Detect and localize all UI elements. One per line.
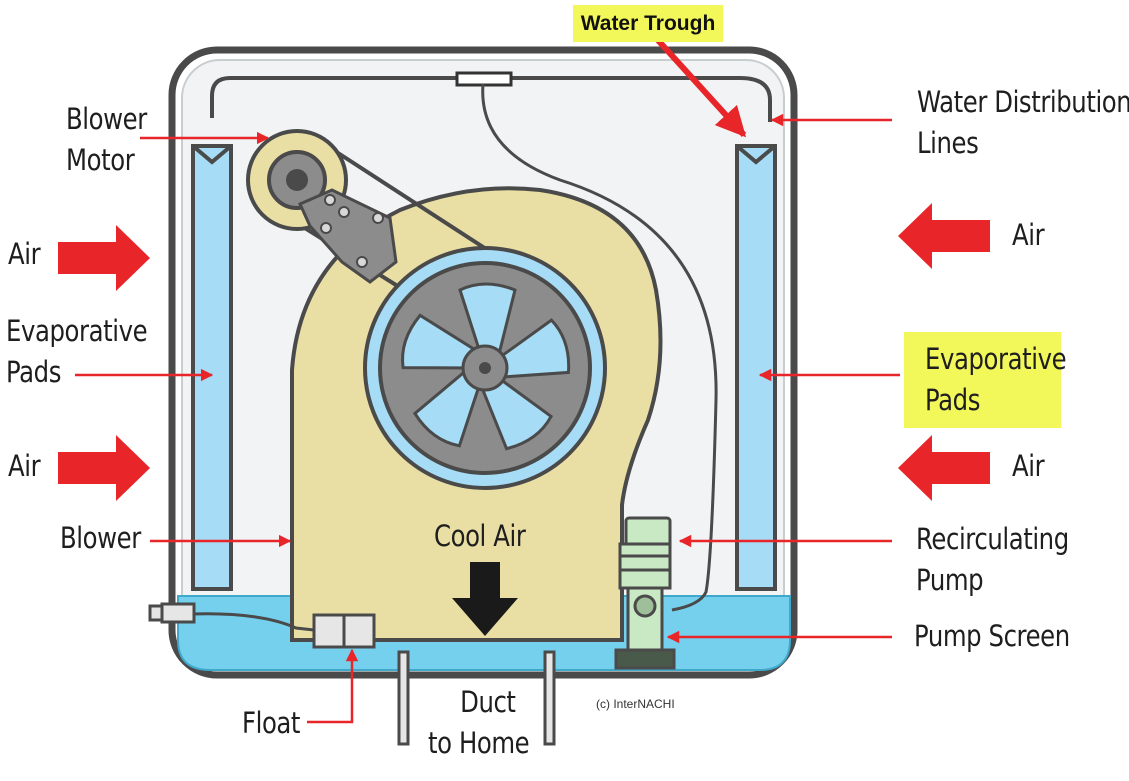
cool-air-arrow bbox=[452, 562, 518, 636]
air-label-right-bottom: Air bbox=[1012, 449, 1045, 483]
motor-shaft bbox=[286, 169, 308, 191]
evaporative-pads-left-label: Evaporative Pads bbox=[6, 314, 148, 390]
float-connector bbox=[160, 602, 196, 624]
water-distribution-lines-label: Water Distribution Lines bbox=[917, 85, 1129, 161]
evaporative-pad-right bbox=[735, 144, 777, 591]
blower-label: Blower bbox=[60, 521, 141, 555]
duct-to-home bbox=[397, 650, 556, 746]
copyright-credit: (c) InterNACHI bbox=[596, 697, 675, 711]
air-label-right-top: Air bbox=[1012, 218, 1045, 252]
float-switch bbox=[312, 613, 376, 649]
recirculating-pump bbox=[614, 516, 676, 670]
air-flow-arrows bbox=[58, 203, 990, 501]
evaporative-pad-left bbox=[191, 144, 233, 591]
water-trough-fitting bbox=[455, 71, 513, 87]
motor-bracket bbox=[298, 188, 398, 284]
blower-motor-label: Blower Motor bbox=[66, 102, 147, 178]
pointer-water-trough bbox=[653, 35, 747, 138]
pointer-lines bbox=[75, 35, 900, 724]
recirculating-pump-label: Recirculating Pump bbox=[916, 522, 1069, 598]
air-arrow-left-bottom bbox=[58, 435, 150, 501]
pad-trough-right bbox=[735, 144, 777, 165]
pointer-float bbox=[307, 648, 359, 724]
air-arrow-left-top bbox=[58, 225, 150, 291]
fan-blades bbox=[401, 282, 571, 451]
water-trough-label: Water Trough bbox=[573, 5, 723, 42]
cool-air-label: Cool Air bbox=[434, 519, 526, 553]
pad-trough-left bbox=[191, 144, 233, 165]
air-arrow-right-top bbox=[898, 203, 990, 269]
air-label-left-bottom: Air bbox=[8, 449, 41, 483]
air-arrow-right-bottom bbox=[898, 435, 990, 501]
pump-screen-label: Pump Screen bbox=[914, 619, 1070, 653]
float-cable bbox=[191, 612, 315, 632]
air-label-left-top: Air bbox=[8, 237, 41, 271]
float-label: Float bbox=[242, 706, 301, 740]
water-supply-line bbox=[481, 83, 718, 612]
duct-to-home-label: Duct to Home bbox=[428, 685, 530, 761]
evaporative-pads-right-highlight bbox=[904, 332, 1061, 428]
evaporative-pads-right-label: Evaporative Pads bbox=[925, 342, 1067, 418]
